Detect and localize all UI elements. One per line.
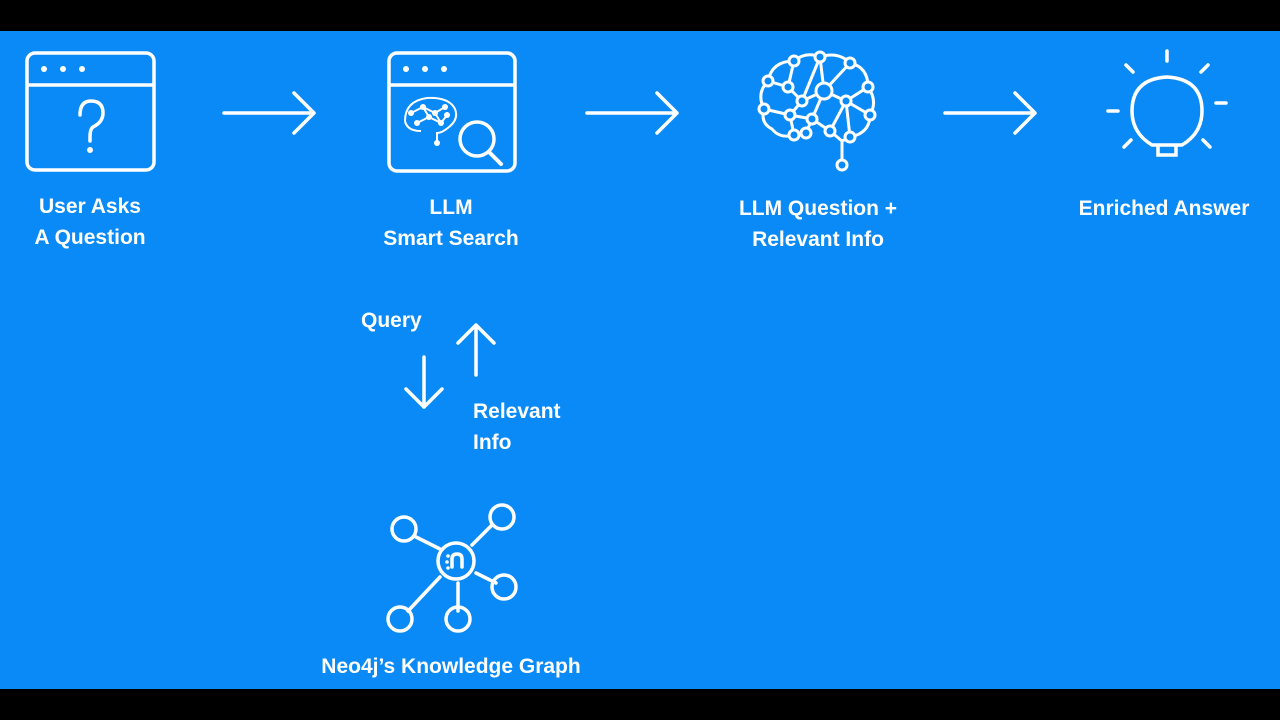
brain-search-window-icon	[387, 51, 517, 173]
right-arrow-icon	[222, 91, 318, 135]
knowledge-graph-label: Neo4j’s Knowledge Graph	[321, 655, 581, 678]
knowledge-graph-icon	[386, 501, 518, 633]
step-label-line: LLM	[429, 196, 473, 219]
lightbulb-icon	[1104, 49, 1230, 159]
relevant-info-label: Relevant Info	[473, 396, 561, 458]
right-arrow-icon	[943, 91, 1039, 135]
neural-brain-icon	[750, 49, 880, 173]
step-label-enriched-answer: Enriched Answer	[1065, 193, 1263, 224]
question-window-icon	[25, 51, 156, 172]
relevant-info-line: Info	[473, 431, 512, 454]
relevant-info-line: Relevant	[473, 400, 561, 423]
step-label-question-relevant: LLM Question + Relevant Info	[718, 193, 918, 255]
up-arrow-icon	[454, 321, 498, 377]
step-label-llm-smart-search: LLM Smart Search	[371, 192, 531, 254]
query-label: Query	[361, 309, 422, 332]
step-label-line: Enriched Answer	[1078, 197, 1250, 220]
step-label-line: Smart Search	[383, 227, 519, 250]
step-label-line: Relevant Info	[752, 228, 884, 251]
down-arrow-icon	[402, 355, 446, 411]
step-label-line: LLM Question +	[738, 197, 898, 220]
step-label-line: User Asks	[39, 195, 141, 218]
step-label-user-asks: User Asks A Question	[10, 191, 170, 253]
diagram-canvas: User Asks A Question LLM Smart Search	[0, 31, 1280, 689]
step-label-line: A Question	[34, 226, 146, 249]
right-arrow-icon	[585, 91, 681, 135]
